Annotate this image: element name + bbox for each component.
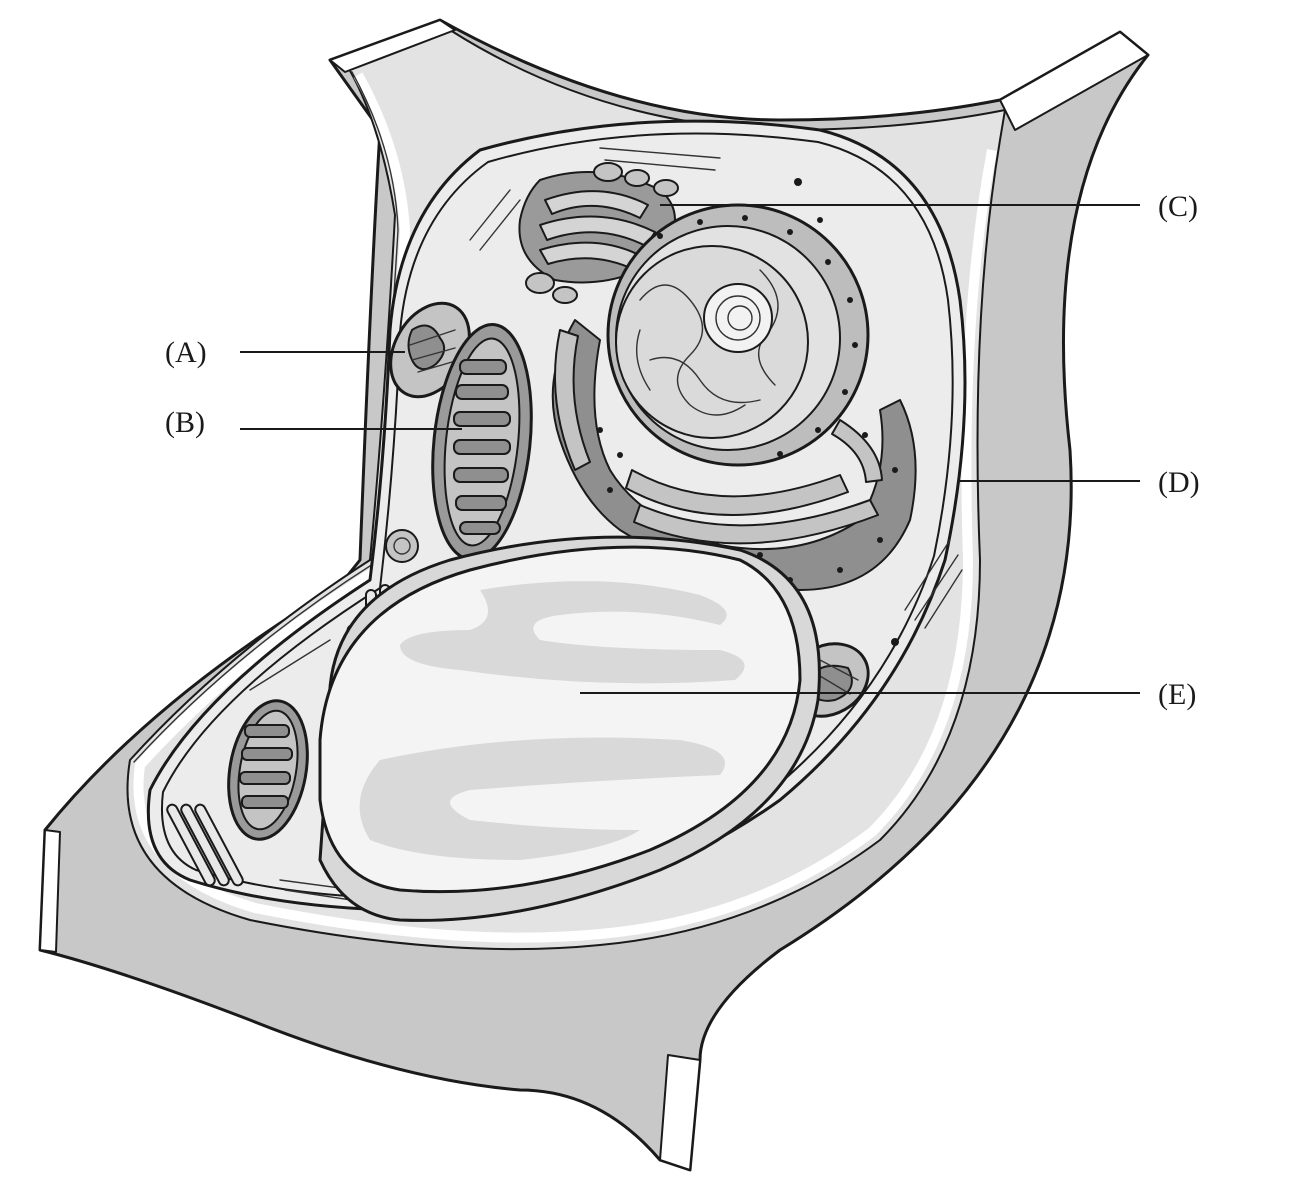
chloroplast-lower [227,699,309,841]
cell-wall-top-bevel [329,19,456,73]
label-e: (E) [580,678,1196,711]
vacuole-streak-lower [359,737,725,860]
label-e-text: (E) [1158,678,1196,711]
nucleus [606,203,870,467]
label-b-text: (B) [165,406,205,439]
nucleolus [703,283,773,353]
small-vesicle [385,529,419,563]
label-c-text: (C) [1158,190,1198,223]
chloroplast-upper [431,323,533,561]
cell-wall-right-bevel [999,31,1149,131]
label-c: (C) [660,190,1198,223]
rough-endoplasmic-reticulum [551,319,917,591]
cell-wall-left-bevel [39,829,61,953]
chloroplast-upper-grana [453,359,511,535]
label-b: (B) [165,406,462,439]
nuclear-pores [657,215,858,457]
label-d: (D) [958,466,1200,499]
chromatin [635,269,779,416]
cell-wall-bottom-bevel [659,1054,701,1171]
vacuole-streak-upper [400,581,745,684]
cytoskeleton-fibers [249,147,963,913]
label-d-text: (D) [1158,466,1200,499]
central-vacuole [318,535,821,922]
label-a: (A) [165,336,405,369]
label-a-text: (A) [165,336,207,369]
